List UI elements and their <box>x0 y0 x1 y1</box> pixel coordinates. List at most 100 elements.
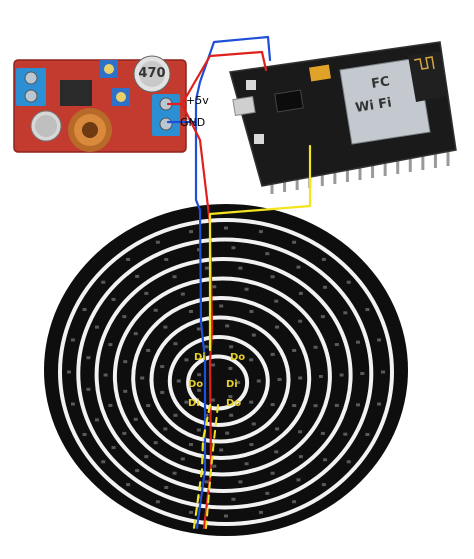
led <box>180 457 185 461</box>
led <box>334 343 339 347</box>
led <box>343 311 348 315</box>
led <box>196 428 201 432</box>
led <box>188 443 193 447</box>
controller-board: FC Wi Fi <box>229 41 457 194</box>
led <box>377 402 382 406</box>
led <box>219 304 224 308</box>
led <box>155 500 160 504</box>
led <box>224 514 228 518</box>
led <box>321 257 326 261</box>
led <box>204 413 209 417</box>
led <box>219 448 224 452</box>
led <box>321 483 326 487</box>
led <box>70 338 75 342</box>
led <box>238 266 243 270</box>
led <box>123 360 128 364</box>
pin-gnd-label: GND <box>180 116 205 129</box>
led <box>146 348 151 352</box>
led <box>231 497 236 501</box>
usb-port <box>232 95 256 117</box>
header-pin <box>396 158 400 174</box>
ring-gap-6 <box>149 315 291 444</box>
led <box>323 458 328 462</box>
led <box>189 230 194 234</box>
led <box>94 418 99 422</box>
power-module: 470 <box>13 55 187 153</box>
led <box>82 432 87 436</box>
led <box>153 308 158 312</box>
led <box>224 226 228 230</box>
led <box>256 379 261 383</box>
led <box>126 483 131 487</box>
led <box>270 403 275 407</box>
led <box>123 389 128 393</box>
regulator-chip <box>60 80 92 106</box>
antenna-area <box>408 51 448 102</box>
led <box>298 430 303 434</box>
led <box>244 287 249 291</box>
header-pin <box>421 154 425 170</box>
wire-data <box>208 144 312 352</box>
led <box>212 285 217 289</box>
led <box>228 395 233 399</box>
led <box>135 469 140 473</box>
led <box>164 257 169 261</box>
led <box>176 379 181 383</box>
led <box>108 403 113 407</box>
capacitor-value: 470 <box>138 66 165 81</box>
led <box>244 462 249 466</box>
led <box>346 460 351 464</box>
led <box>133 417 138 421</box>
fcc-label: FC <box>370 74 391 92</box>
header-pin <box>371 162 375 178</box>
led <box>258 510 263 514</box>
led <box>189 510 194 514</box>
led <box>270 352 275 356</box>
led <box>211 363 216 367</box>
led <box>163 325 168 329</box>
led <box>160 365 165 369</box>
led <box>274 299 279 303</box>
led <box>108 343 113 347</box>
ring-gap-7 <box>167 335 270 427</box>
led <box>146 404 151 408</box>
led <box>249 358 254 362</box>
reset-button <box>246 80 256 90</box>
led <box>184 400 189 404</box>
header-pin <box>333 168 337 184</box>
led <box>296 265 301 269</box>
led <box>292 404 297 408</box>
regulator <box>309 64 331 82</box>
led <box>355 340 360 344</box>
led <box>346 280 351 284</box>
led <box>274 450 279 454</box>
header-pin <box>345 166 349 182</box>
header-pin <box>358 164 362 180</box>
led <box>258 230 263 234</box>
esp-module <box>339 57 431 145</box>
led <box>292 348 297 352</box>
ring-pin-label-3: Do <box>188 379 203 390</box>
led <box>67 370 71 374</box>
led <box>229 413 234 417</box>
led <box>225 431 230 435</box>
antenna-trace <box>413 56 435 70</box>
wire-data-dashed <box>192 403 212 530</box>
led <box>82 308 87 312</box>
led <box>339 373 344 377</box>
led <box>365 308 370 312</box>
led <box>204 480 209 484</box>
ring-pin-label-4: Di <box>226 379 238 390</box>
header-pin <box>320 170 324 186</box>
led <box>172 471 177 475</box>
led <box>122 315 127 319</box>
led <box>144 455 149 459</box>
led <box>318 375 323 378</box>
wire-gnd <box>166 120 207 530</box>
ring-gap-4 <box>112 276 332 477</box>
led <box>140 376 145 380</box>
led <box>94 325 99 329</box>
led <box>111 446 116 450</box>
led <box>172 275 177 279</box>
